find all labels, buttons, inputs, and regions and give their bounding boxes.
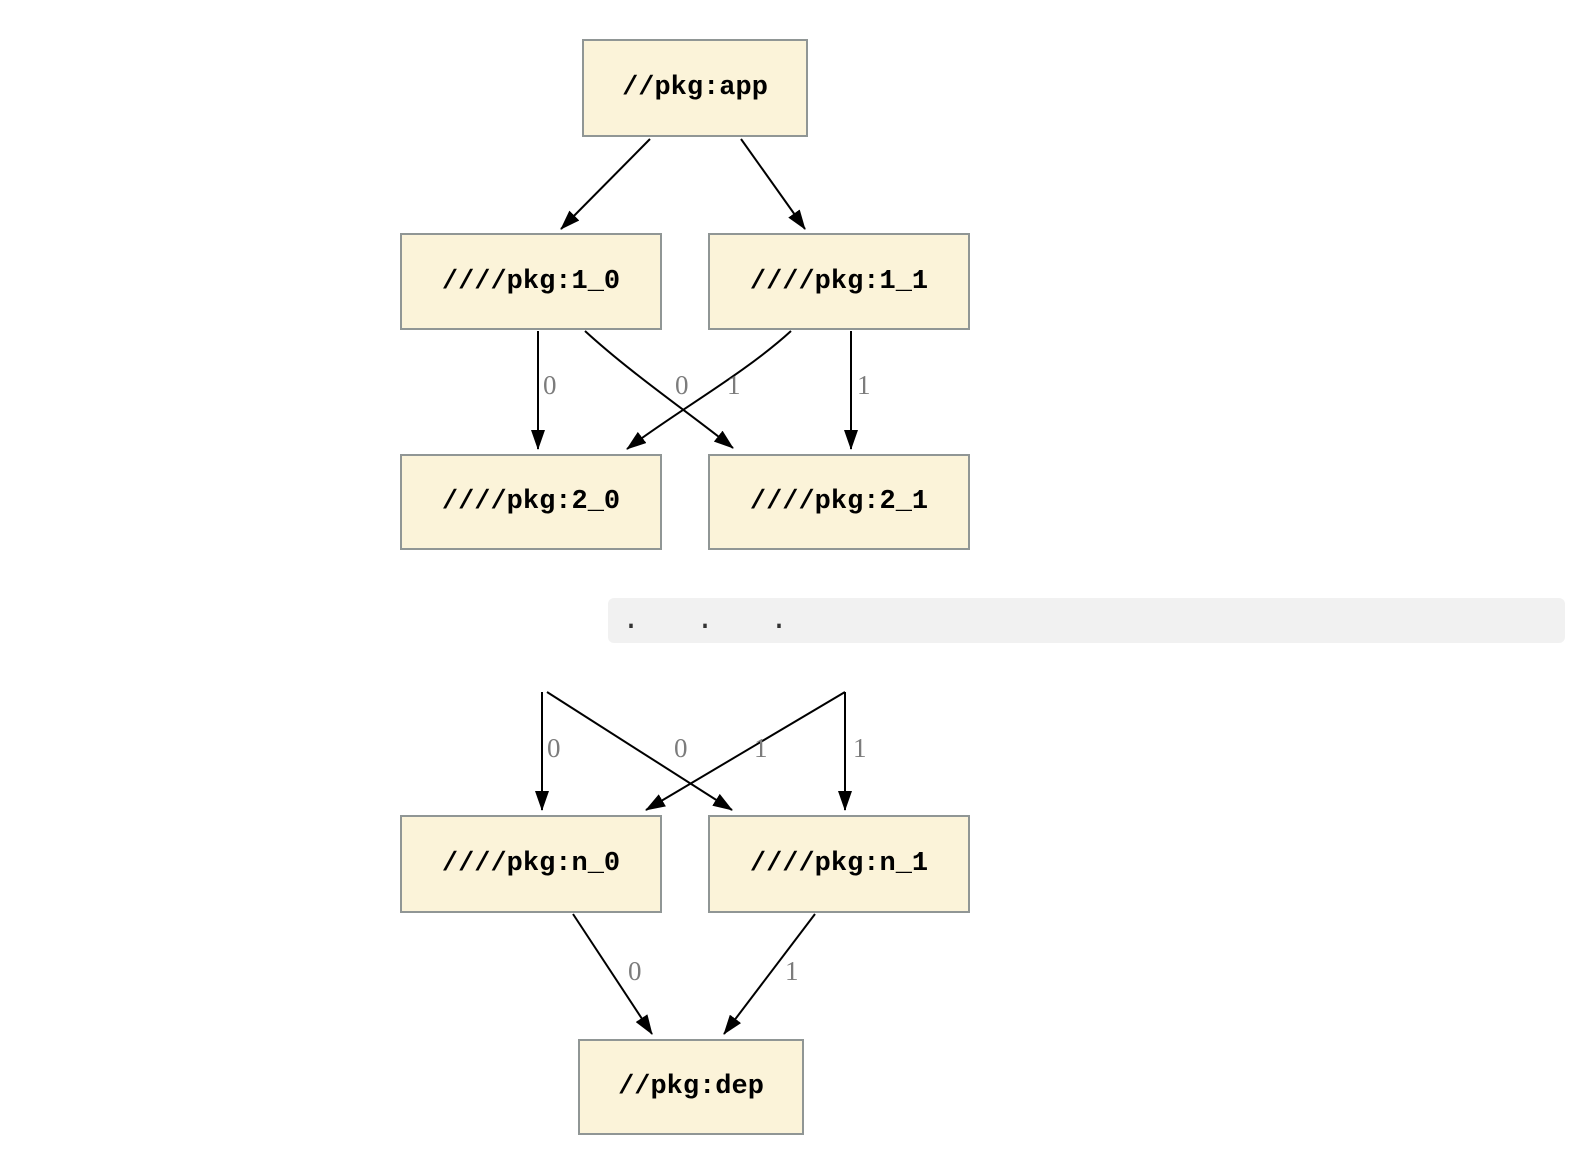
node-2_0: ////pkg:2_0	[400, 454, 662, 550]
edge-label-elided-straight-to-n_1: 1	[853, 733, 867, 763]
edge-n_0-to-dep	[572, 913, 653, 1035]
edge-elided-cross-to-n_0	[645, 691, 846, 811]
node-2_1: ////pkg:2_1	[708, 454, 970, 550]
edge-label-n_0-to-dep: 0	[628, 956, 642, 986]
edge-n_1-to-dep	[723, 913, 816, 1035]
node-n_1: ////pkg:n_1	[708, 815, 970, 913]
edge-1_1-to-2_0	[626, 330, 792, 450]
edge-label-1_0-to-2_0: 0	[543, 370, 557, 400]
node-1_0: ////pkg:1_0	[400, 233, 662, 330]
node-dep: //pkg:dep	[578, 1039, 804, 1135]
ellipsis-text: . . .	[622, 604, 808, 638]
edge-app-to-1_0	[560, 138, 651, 230]
edge-label-1_1-to-2_1: 1	[857, 370, 871, 400]
edge-label-1_0-to-2_1: 0	[675, 370, 689, 400]
edge-elided-to-n_1	[546, 691, 733, 811]
edge-label-elided-to-n_0: 0	[547, 733, 561, 763]
edge-app-to-1_1	[740, 138, 806, 230]
edge-1_0-to-2_1	[584, 330, 734, 449]
edge-label-1_1-to-2_0: 1	[727, 370, 741, 400]
edge-label-elided-to-n_1: 0	[674, 733, 688, 763]
node-1_1: ////pkg:1_1	[708, 233, 970, 330]
ellipsis-code-bar: . . .	[608, 598, 1565, 643]
node-n_0: ////pkg:n_0	[400, 815, 662, 913]
edge-label-n_1-to-dep: 1	[785, 956, 799, 986]
edge-label-elided-cross-to-n_0: 1	[754, 733, 768, 763]
node-app: //pkg:app	[582, 39, 808, 137]
